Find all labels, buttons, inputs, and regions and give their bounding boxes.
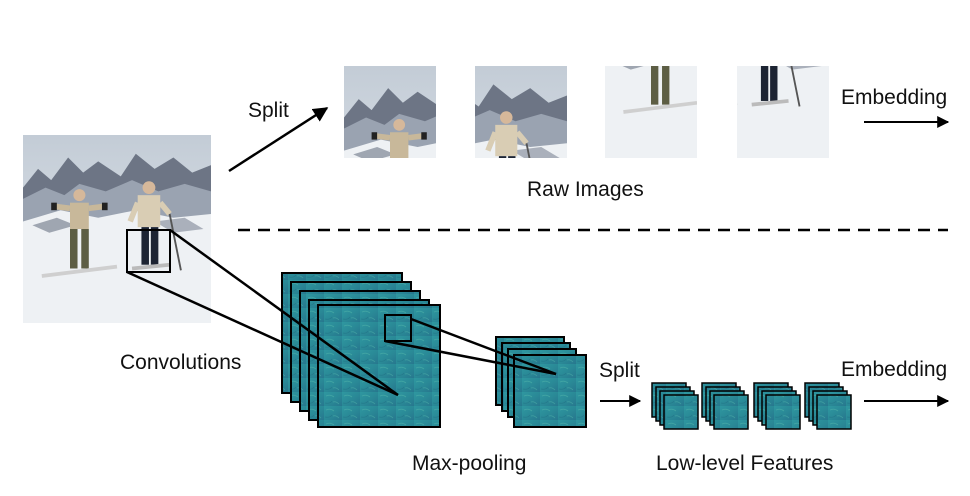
- pooling-window-box: [384, 314, 412, 342]
- pooled-map-front: [513, 354, 587, 428]
- embedding-label-top: Embedding: [841, 86, 947, 109]
- conv-projection-line: [126, 270, 399, 397]
- feature-stack: [753, 382, 801, 430]
- conv-projection-line: [169, 228, 399, 397]
- max-pooling-feature-maps: [495, 336, 587, 428]
- feature-map-front: [317, 304, 441, 428]
- split-label-top: Split: [248, 99, 289, 122]
- split-arrow-top: [228, 106, 329, 173]
- selected-patch-box: [126, 229, 171, 273]
- raw-image-patches: [344, 0, 829, 250]
- max-pooling-label: Max-pooling: [412, 452, 526, 475]
- pool-projection-line: [410, 317, 557, 376]
- raw-images-label: Raw Images: [527, 178, 644, 201]
- split-label-bottom: Split: [599, 359, 640, 382]
- pool-projection-line: [384, 339, 557, 376]
- embedding-label-bottom: Embedding: [841, 358, 947, 381]
- feature-stack: [651, 382, 699, 430]
- convolution-feature-maps: [281, 272, 441, 428]
- convolutions-label: Convolutions: [120, 351, 241, 374]
- skiers-photo-icon: [23, 135, 211, 323]
- feature-stack: [701, 382, 749, 430]
- low-level-features-label: Low-level Features: [656, 452, 833, 475]
- feature-stack: [804, 382, 852, 430]
- input-photo: [23, 135, 211, 323]
- low-level-feature-stacks: [651, 382, 852, 430]
